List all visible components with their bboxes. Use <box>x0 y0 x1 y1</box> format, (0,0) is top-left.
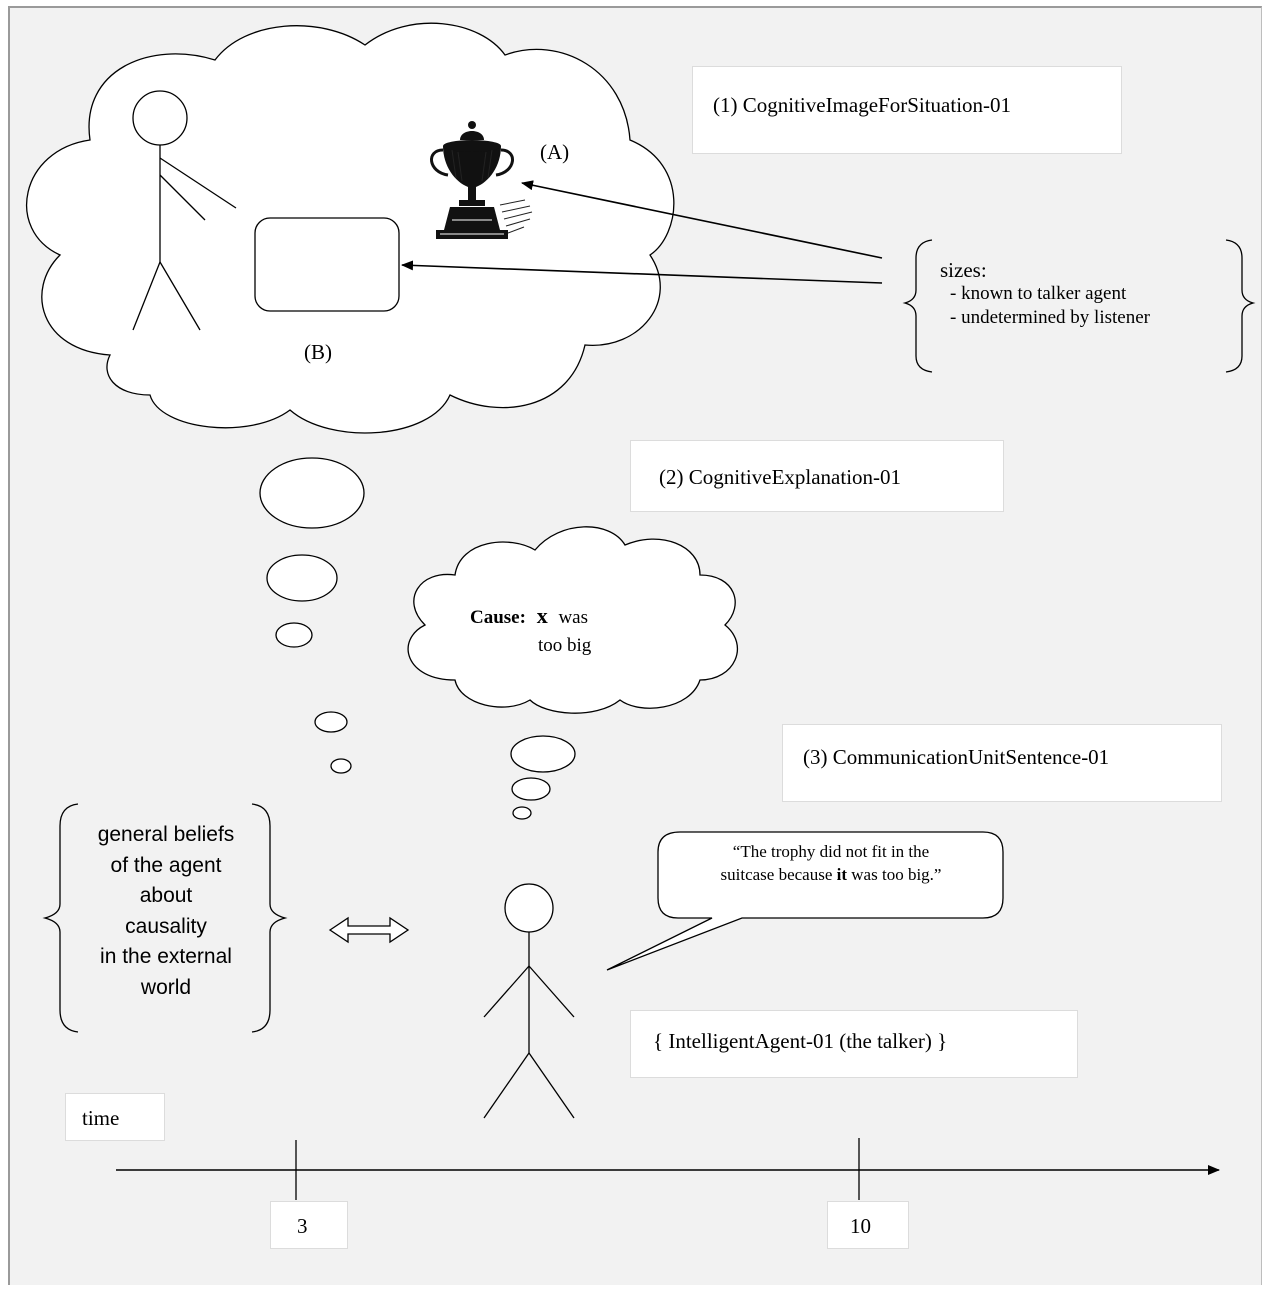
stick-figure-thinking <box>132 90 237 331</box>
cause-text: Cause: x was too big <box>470 602 591 660</box>
speech-line2-post: was too big.” <box>847 865 942 884</box>
cause-rest: was <box>558 607 589 628</box>
sizes-item-known: - known to talker agent <box>950 283 1127 304</box>
speech-line1: “The trophy did not fit in the <box>732 842 930 861</box>
object-b-label: (B) <box>304 340 332 364</box>
trophy-icon <box>430 121 533 239</box>
tick-label-3: 3 <box>297 1214 308 1238</box>
time-label-box: time <box>65 1093 165 1141</box>
stick-figure-talker <box>483 883 575 1119</box>
brace-right-sizes <box>1225 239 1256 373</box>
beliefs-line-1: general beliefs <box>97 823 235 846</box>
beliefs-text: general beliefs of the agent about causa… <box>76 820 256 1003</box>
suitcase-box <box>254 217 400 312</box>
speech-line2: suitcase because it was too big.” <box>660 863 1002 886</box>
explanation-label-box: (2) CognitiveExplanation-01 <box>630 440 1004 512</box>
arrow-to-suitcase <box>401 260 883 284</box>
sentence-label-box: (3) CommunicationUnitSentence-01 <box>782 724 1222 802</box>
beliefs-line-6: world <box>140 975 192 999</box>
time-label: time <box>82 1106 120 1130</box>
brace-left-beliefs <box>42 803 79 1033</box>
object-a-label: (A) <box>540 140 570 164</box>
cause-line2: too big <box>538 635 592 656</box>
sizes-note: sizes: - known to talker agent - undeter… <box>940 258 1150 330</box>
brace-left-sizes <box>902 239 933 373</box>
beliefs-line-3: about <box>139 884 193 907</box>
beliefs-line-2: of the agent <box>110 853 222 877</box>
tick-label-box-3: 3 <box>270 1201 348 1249</box>
speech-line2-bold: it <box>836 865 848 884</box>
double-arrow-icon <box>328 916 410 944</box>
beliefs-line-5: in the external <box>100 945 232 968</box>
sizes-item-undetermined: - undetermined by listener <box>950 307 1150 328</box>
speech-bubble <box>606 831 1004 971</box>
sizes-heading: sizes: <box>940 258 987 282</box>
agent-label: { IntelligentAgent-01 (the talker) } <box>653 1029 948 1053</box>
tick-label-box-10: 10 <box>827 1201 909 1249</box>
situation-label: (1) CognitiveImageForSituation-01 <box>713 93 1012 117</box>
beliefs-line-4: causality <box>125 914 207 938</box>
tick-label-10: 10 <box>850 1214 871 1238</box>
speech-text: “The trophy did not fit in the suitcase … <box>660 840 1002 886</box>
thought-cloud-cause <box>407 526 739 714</box>
situation-label-box: (1) CognitiveImageForSituation-01 <box>692 66 1122 154</box>
agent-label-box: { IntelligentAgent-01 (the talker) } <box>630 1010 1078 1078</box>
sentence-label: (3) CommunicationUnitSentence-01 <box>803 745 1110 769</box>
cause-label: Cause: <box>470 607 526 628</box>
explanation-label: (2) CognitiveExplanation-01 <box>659 465 902 489</box>
brace-right-beliefs <box>251 803 288 1033</box>
cause-variable: x <box>536 603 548 628</box>
thought-bubbles-center <box>510 735 576 820</box>
thought-bubbles-left <box>259 457 365 774</box>
speech-line2-pre: suitcase because <box>720 865 837 884</box>
arrow-to-trophy <box>521 180 883 259</box>
